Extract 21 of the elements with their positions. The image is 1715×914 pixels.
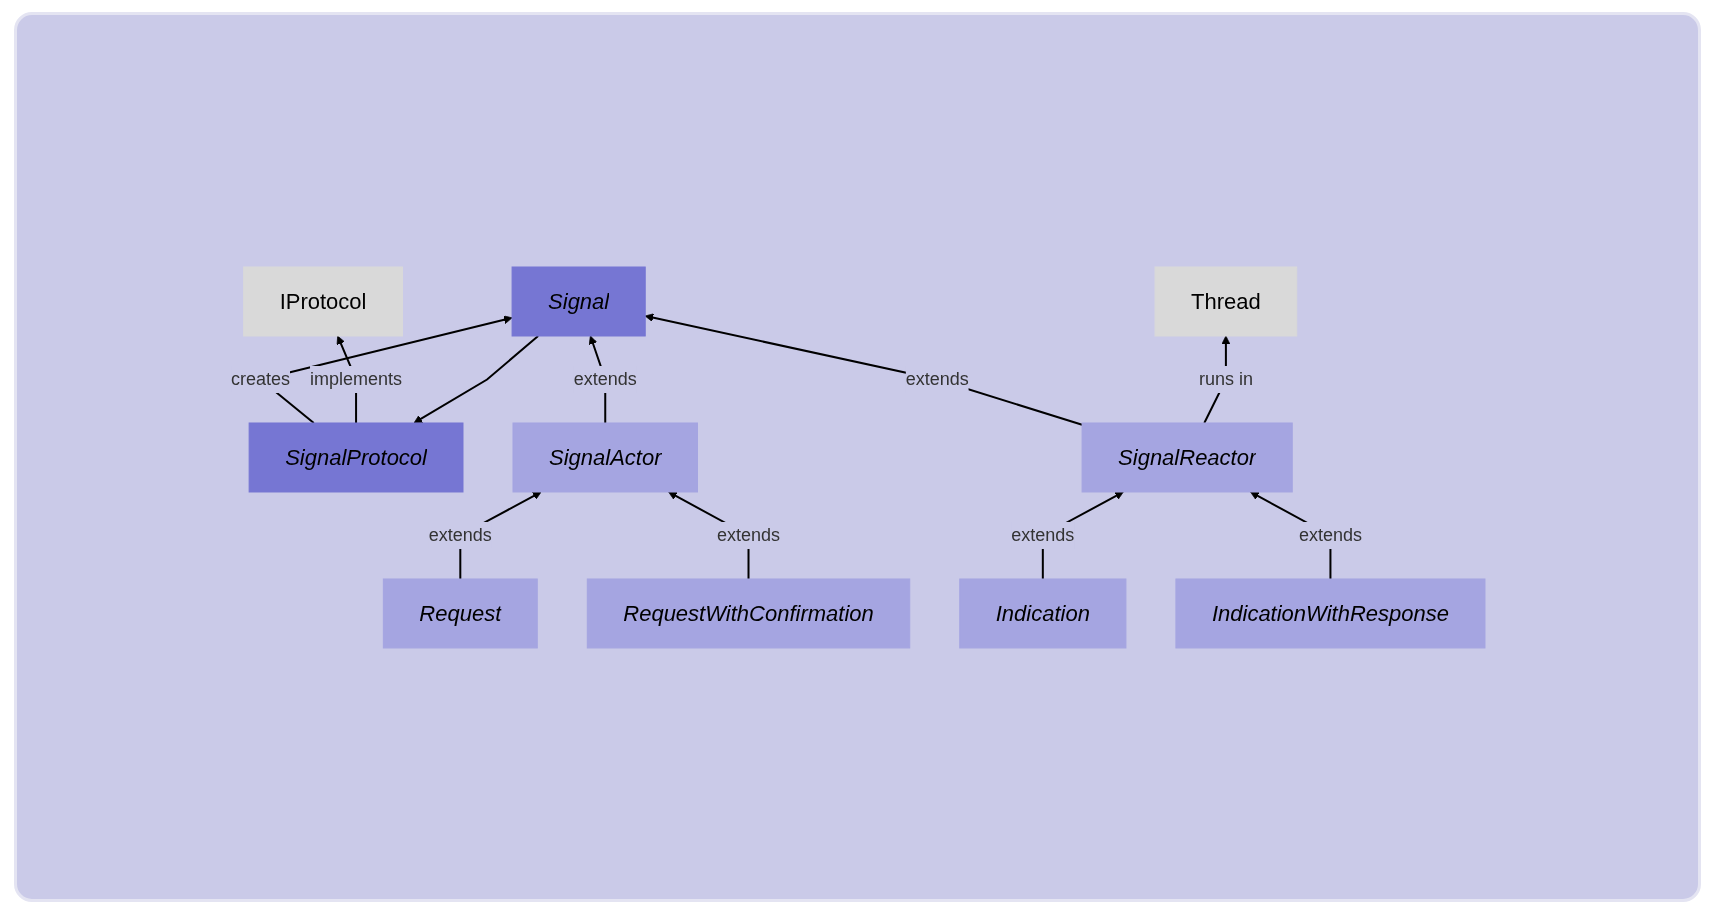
node-box: SignalProtocol bbox=[248, 422, 463, 492]
node-box: IndicationWithResponse bbox=[1174, 578, 1485, 648]
edge-label: creates bbox=[230, 368, 290, 389]
node-box: Request bbox=[382, 578, 538, 648]
node-box: IProtocol bbox=[242, 266, 403, 336]
edge-label: extends bbox=[716, 524, 780, 545]
edge-label: implements bbox=[309, 368, 402, 389]
node-box: RequestWithConfirmation bbox=[586, 578, 910, 648]
edge-label: runs in bbox=[1198, 368, 1253, 389]
edge-label: extends bbox=[1010, 524, 1074, 545]
edge-label: extends bbox=[905, 368, 969, 389]
node-box: Indication bbox=[958, 578, 1126, 648]
node-box: SignalReactor bbox=[1081, 422, 1293, 492]
edge-label: extends bbox=[573, 368, 637, 389]
arrow bbox=[413, 334, 539, 423]
edge-label: extends bbox=[1298, 524, 1362, 545]
node-box: Signal bbox=[511, 266, 646, 336]
arrow bbox=[644, 312, 1083, 426]
node-box: Thread bbox=[1154, 266, 1297, 336]
node-box: SignalActor bbox=[512, 422, 698, 492]
edge-label: extends bbox=[428, 524, 492, 545]
